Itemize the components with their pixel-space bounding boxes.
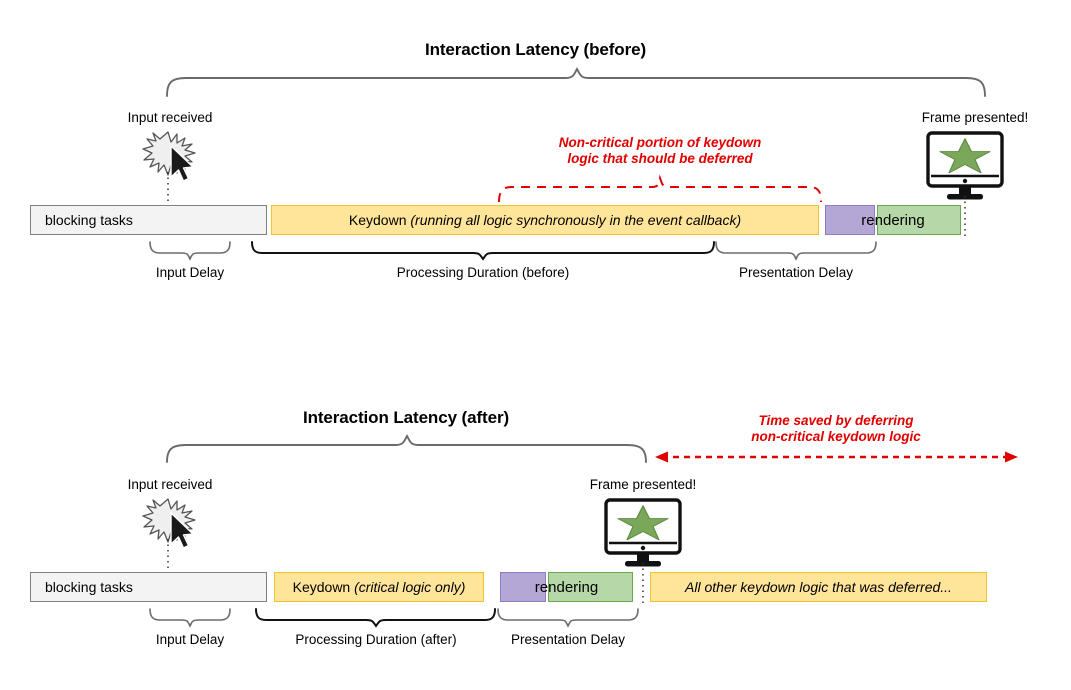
- before-presentation-delay-label: Presentation Delay: [738, 265, 854, 280]
- before-processing-duration-label: Processing Duration (before): [396, 265, 570, 280]
- before-frame-presented-label: Frame presented!: [921, 110, 1029, 125]
- after-processing-duration-label: Processing Duration (after): [295, 632, 457, 647]
- star-icon: [939, 138, 991, 174]
- mouse-cursor-icon: [170, 145, 194, 182]
- after-blocking-tasks-label: blocking tasks: [45, 579, 133, 595]
- before-annotation-line1: Non-critical portion of keydown: [558, 135, 762, 150]
- before-blocking-tasks-bar: blocking tasks: [30, 205, 267, 235]
- before-keydown-bar: Keydown (running all logic synchronously…: [271, 205, 819, 235]
- after-section-title: Interaction Latency (after): [302, 408, 510, 427]
- before-keydown-label: Keydown (running all logic synchronously…: [272, 212, 818, 228]
- after-keydown-label: Keydown (critical logic only): [275, 579, 483, 595]
- after-keydown-italic-text: (critical logic only): [354, 579, 466, 595]
- before-rendering-green-bar: [877, 205, 961, 235]
- after-annotation-text: Time saved by deferring non-critical key…: [650, 413, 1022, 446]
- mouse-cursor-icon: [170, 512, 194, 549]
- after-deferred-bar: All other keydown logic that was deferre…: [650, 572, 987, 602]
- before-keydown-main-text: Keydown: [348, 212, 411, 228]
- monitor-icon: [604, 498, 682, 567]
- after-input-delay-label: Input Delay: [155, 632, 225, 647]
- before-keydown-italic-text: (running all logic synchronously in the …: [410, 212, 742, 228]
- after-deferred-label: All other keydown logic that was deferre…: [685, 579, 952, 595]
- after-keydown-main-text: Keydown: [292, 579, 355, 595]
- before-presentation-purple-bar: [825, 205, 875, 235]
- before-annotation-text: Non-critical portion of keydown logic th…: [430, 135, 890, 168]
- after-frame-presented-label: Frame presented!: [589, 477, 697, 492]
- after-rendering-green-bar: [548, 572, 633, 602]
- monitor-icon: [926, 131, 1004, 200]
- before-input-delay-label: Input Delay: [155, 265, 225, 280]
- before-section-title: Interaction Latency (before): [424, 40, 647, 59]
- after-keydown-bar: Keydown (critical logic only): [274, 572, 484, 602]
- after-annotation-line1: Time saved by deferring: [758, 413, 914, 428]
- after-blocking-tasks-bar: blocking tasks: [30, 572, 267, 602]
- before-annotation-line2: logic that should be deferred: [567, 151, 753, 167]
- star-icon: [617, 505, 669, 541]
- after-input-received-label: Input received: [127, 477, 213, 492]
- after-annotation-line2: non-critical keydown logic: [751, 429, 921, 445]
- before-blocking-tasks-label: blocking tasks: [45, 212, 133, 228]
- after-presentation-delay-label: Presentation Delay: [510, 632, 626, 647]
- after-presentation-purple-bar: [500, 572, 546, 602]
- before-input-received-label: Input received: [127, 110, 213, 125]
